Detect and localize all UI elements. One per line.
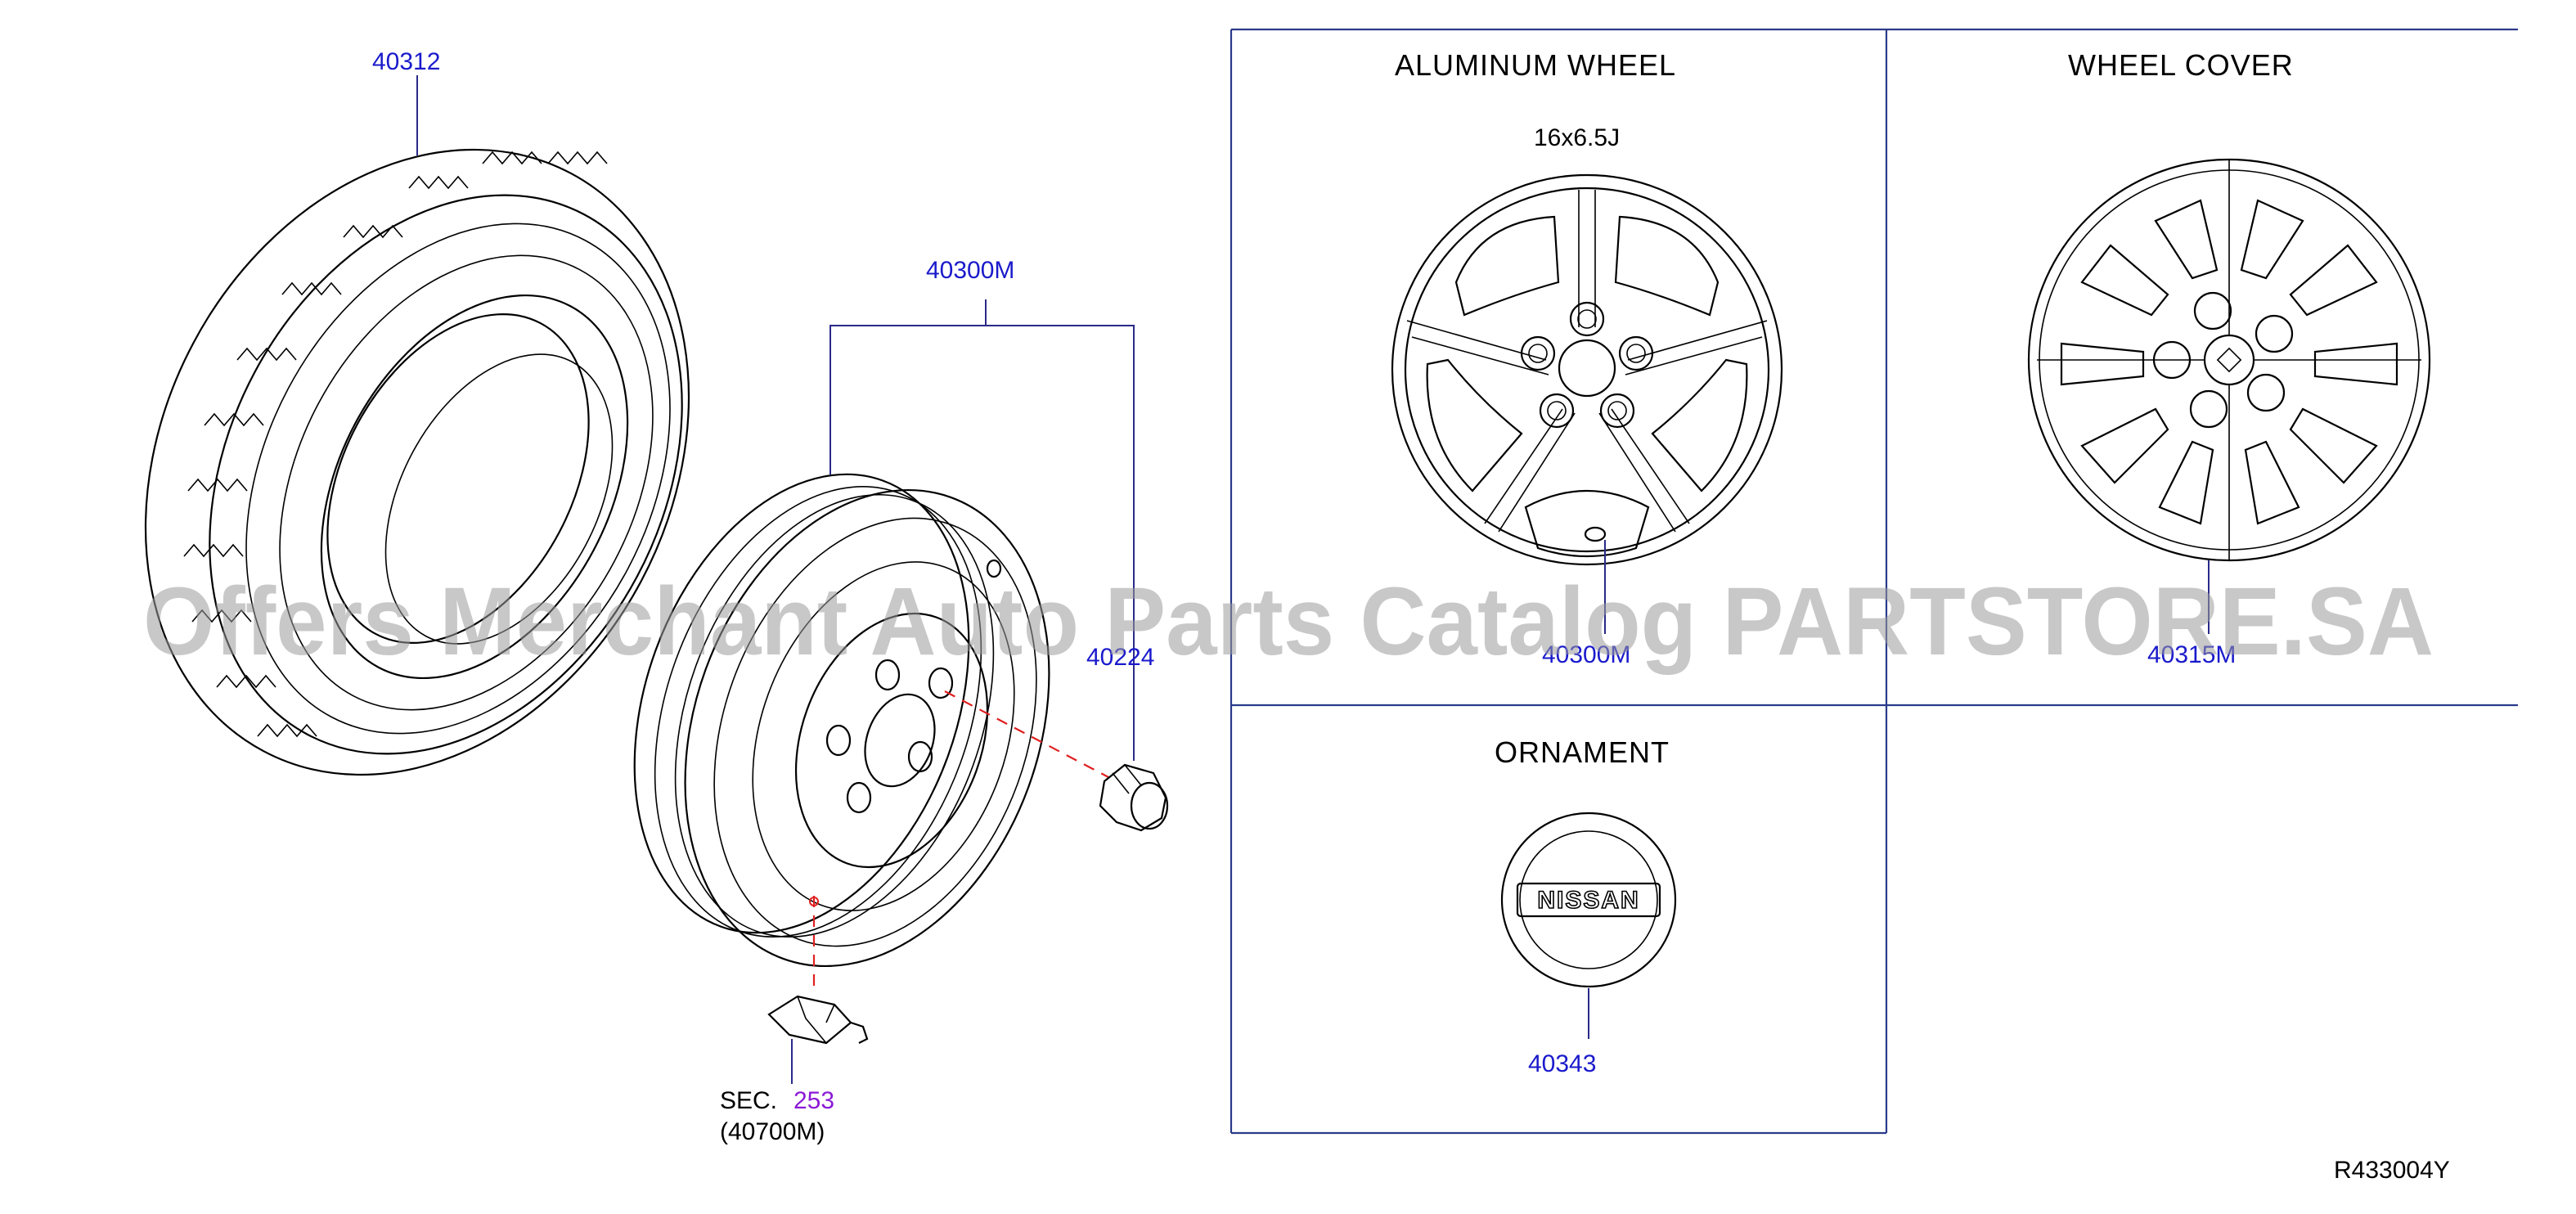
wheel-nut-illustration[interactable] [1099, 763, 1169, 832]
aluminum-wheel-title: ALUMINUM WHEEL [1395, 48, 1676, 82]
aluminum-wheel-illustration[interactable] [1391, 173, 1783, 566]
callout-ornament[interactable]: 40343 [1528, 1050, 1596, 1077]
panel-frames [1230, 28, 2518, 1135]
diagram-code: R433004Y [2334, 1157, 2450, 1184]
aluminum-wheel-size: 16x6.5J [1534, 124, 1620, 151]
callout-tire[interactable]: 40312 [372, 48, 440, 75]
ornament-illustration[interactable]: NISSAN [1500, 812, 1677, 988]
tpms-sensor-illustration[interactable] [767, 995, 869, 1045]
wheel-cover-title: WHEEL COVER [2068, 48, 2294, 82]
wheel-cover-illustration[interactable] [2027, 158, 2431, 562]
callout-aluminum-wheel[interactable]: 40300M [1542, 641, 1630, 668]
ornament-logo-lettering: NISSAN [1537, 887, 1639, 914]
callout-steel-wheel[interactable]: 40300M [926, 257, 1014, 284]
callout-wheel-nut[interactable]: 40224 [1086, 644, 1154, 671]
steel-wheel-illustration[interactable] [574, 428, 1113, 1018]
watermark-text: Offers Merchant Auto Parts Catalog PARTS… [143, 568, 2434, 676]
callout-sensor-sec: SEC. [720, 1087, 777, 1114]
tire-tread-pattern [183, 151, 608, 738]
callout-sensor-part: (40700M) [720, 1118, 825, 1145]
ornament-title: ORNAMENT [1495, 735, 1670, 769]
tire-illustration[interactable] [39, 54, 794, 870]
callout-sensor-sec-number[interactable]: 253 [793, 1087, 834, 1114]
callout-wheel-cover[interactable]: 40315M [2147, 641, 2236, 668]
